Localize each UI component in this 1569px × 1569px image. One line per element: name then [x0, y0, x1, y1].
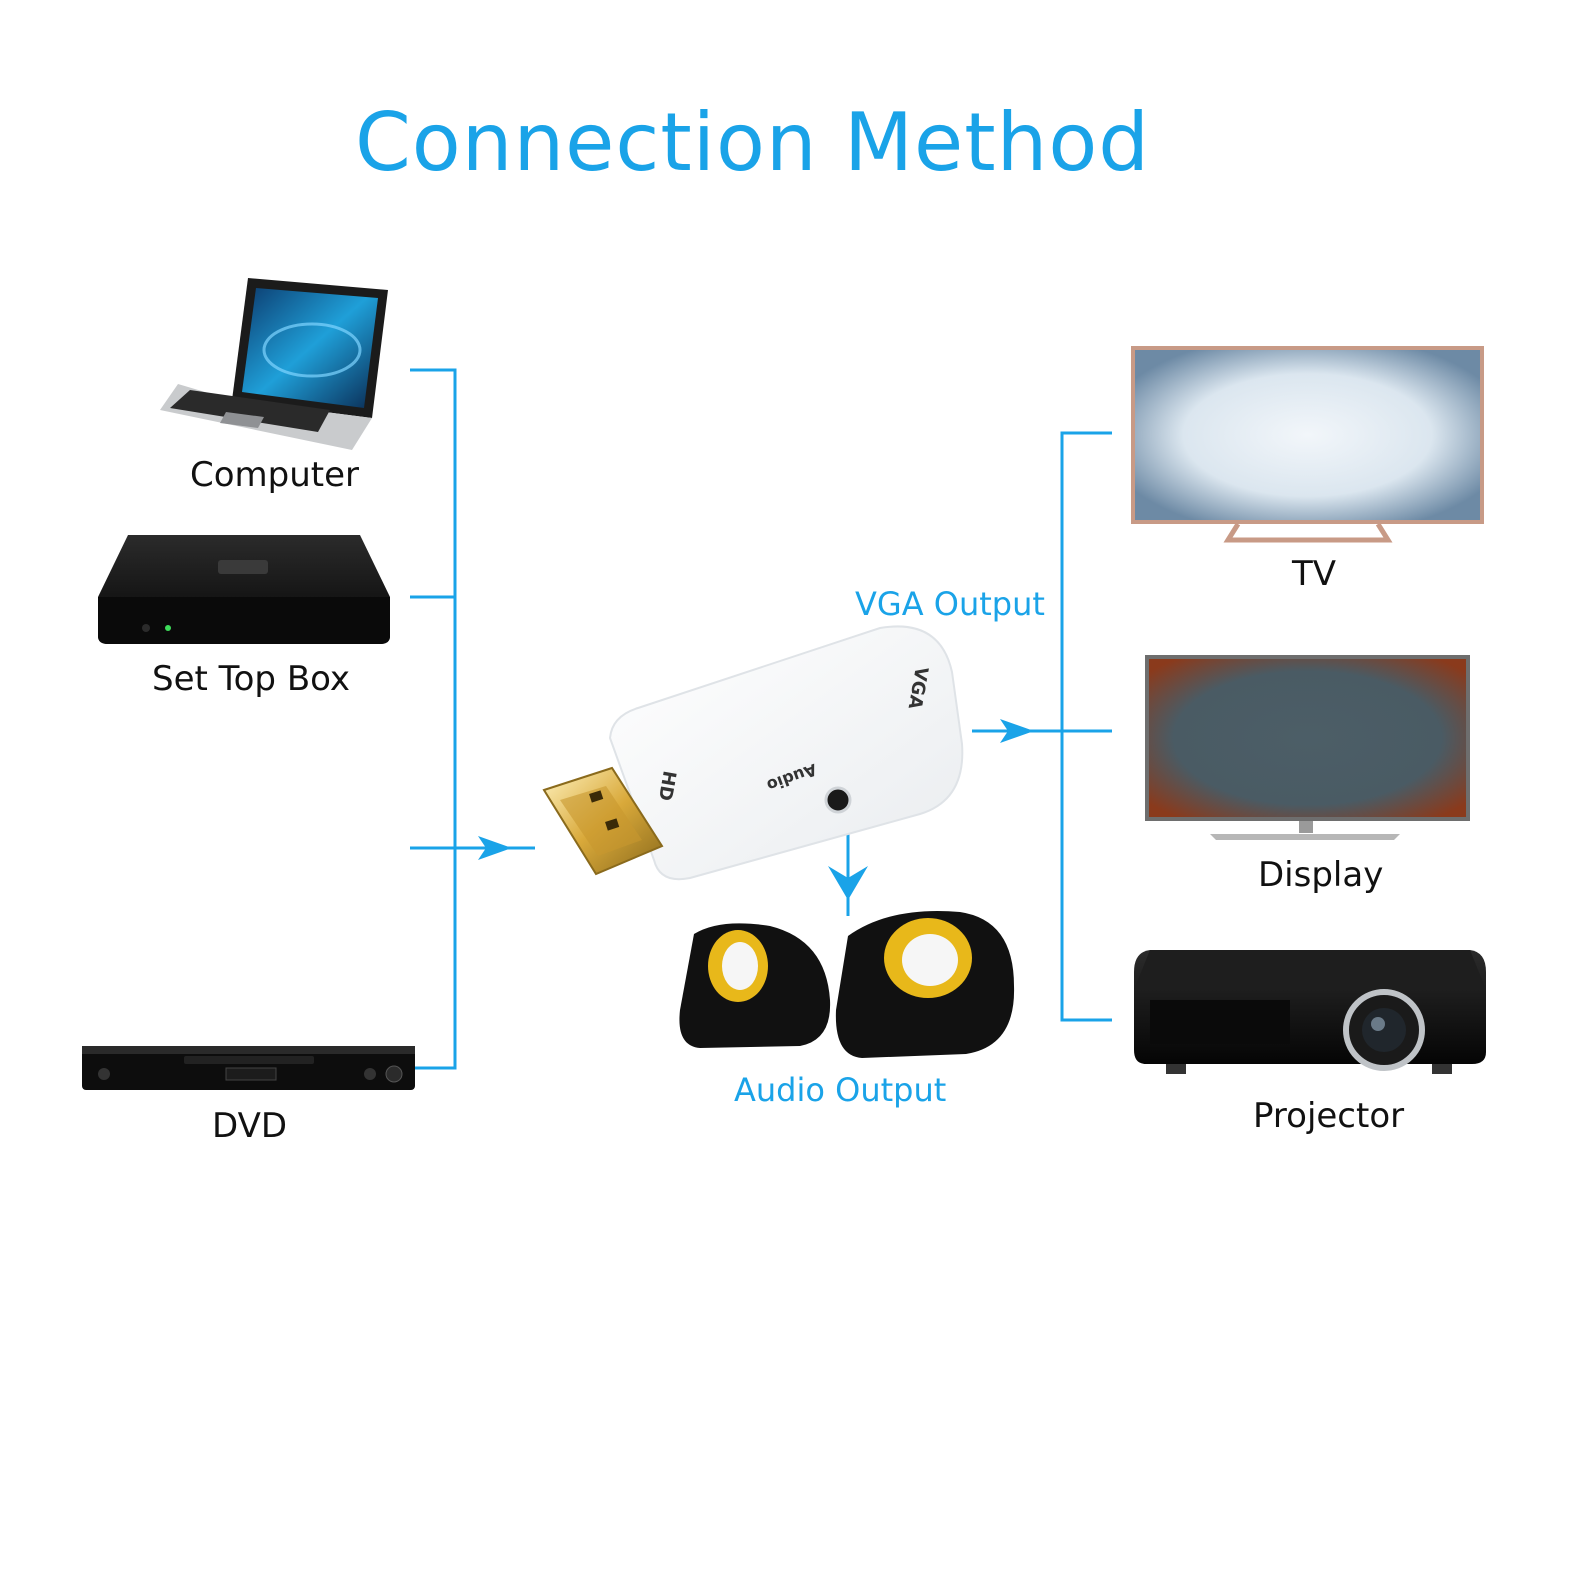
label-display: Display: [1258, 855, 1384, 895]
set-top-box-icon: [98, 535, 390, 644]
bus-computer-line: [410, 368, 457, 1070]
arrow-right-icon: [1000, 719, 1034, 743]
arrow-right-icon: [478, 836, 512, 860]
bus-tv-line: [1060, 431, 1112, 1022]
target-bus: [972, 431, 1112, 1022]
source-bus: [410, 368, 535, 1070]
hdmi-plug-icon: [542, 766, 664, 876]
label-audio-output: Audio Output: [734, 1071, 947, 1109]
projector-icon: [1134, 950, 1486, 1074]
page-title: Connection Method: [354, 96, 1151, 189]
hdmi-vga-adapter: HD VGA Audio: [542, 625, 964, 881]
arrow-down-icon: [828, 866, 868, 900]
adapter-hd-label: HD: [654, 769, 680, 802]
dvd-player-icon: [82, 1046, 415, 1090]
label-dvd: DVD: [212, 1106, 288, 1146]
speakers-icon: [679, 911, 1015, 1058]
audio-jack-icon: [824, 786, 852, 814]
label-set-top-box: Set Top Box: [152, 659, 351, 699]
display-icon: [1145, 655, 1470, 840]
label-tv: TV: [1292, 554, 1337, 594]
laptop-icon: [160, 278, 388, 450]
label-projector: Projector: [1253, 1096, 1405, 1136]
label-vga-output: VGA Output: [855, 585, 1045, 623]
label-computer: Computer: [190, 455, 360, 495]
tv-icon: [1131, 346, 1484, 543]
